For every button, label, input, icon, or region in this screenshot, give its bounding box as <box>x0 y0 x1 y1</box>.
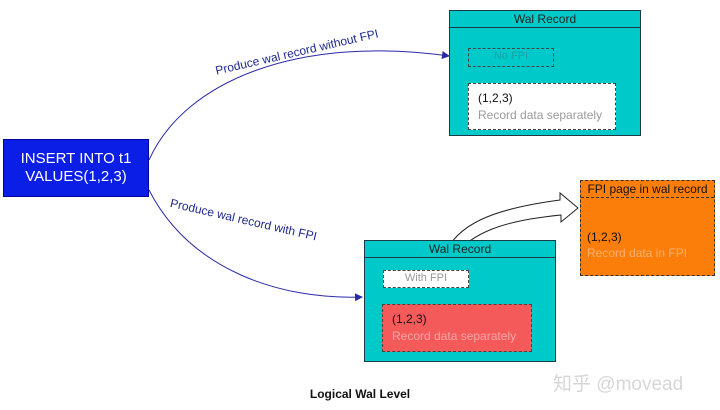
fpi-data-note: Record data in FPI <box>587 246 688 260</box>
insert-statement-node: INSERT INTO t1 VALUES(1,2,3) <box>3 139 149 197</box>
fpi-page-box: FPI page in wal record (1,2,3) Record da… <box>580 180 715 276</box>
fpi-data-values: (1,2,3) <box>587 230 622 244</box>
wal-record-without-fpi: Wal Record No FPI (1,2,3) Record data se… <box>449 10 641 136</box>
record-data-box: (1,2,3) Record data separately <box>468 83 616 130</box>
record-data-values: (1,2,3) <box>392 312 427 326</box>
edge-with-fpi <box>148 189 363 302</box>
insert-statement-line2: VALUES(1,2,3) <box>25 168 127 185</box>
diagram-caption: Logical Wal Level <box>309 387 411 401</box>
record-data-note: Record data separately <box>478 108 603 122</box>
record-data-box: (1,2,3) Record data separately <box>382 304 532 352</box>
watermark: 知乎 @movead <box>553 374 684 395</box>
record-data-note: Record data separately <box>392 329 517 343</box>
edge-without-fpi <box>148 50 450 161</box>
wal-record-title: Wal Record <box>365 241 555 258</box>
record-data-values: (1,2,3) <box>478 91 513 105</box>
with-fpi-tag: With FPI <box>383 270 469 288</box>
insert-statement-line1: INSERT INTO t1 <box>20 150 132 167</box>
wal-record-title: Wal Record <box>450 11 640 28</box>
fpi-data-block: (1,2,3) Record data in FPI <box>587 229 687 261</box>
fpi-page-title: FPI page in wal record <box>581 181 714 198</box>
wal-record-with-fpi: Wal Record With FPI (1,2,3) Record data … <box>364 240 556 362</box>
no-fpi-tag: No FPI <box>468 48 554 67</box>
